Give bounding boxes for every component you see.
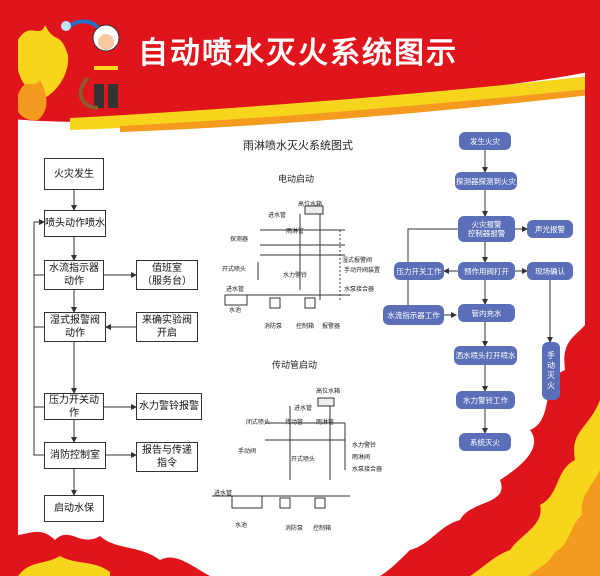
- elec-label-adapter: 水泵接合器: [344, 286, 375, 293]
- right-flow-step-detector: 探测器探测到火灾: [455, 172, 517, 190]
- man-label-open-nozzle: 开式喷头: [291, 456, 316, 463]
- man-label-tank: 高位水箱: [316, 388, 341, 395]
- elec-label-pool: 水池: [229, 307, 242, 314]
- man-label-rain-pipe: 雨淋管: [316, 419, 335, 426]
- man-label-adapter: 水泵接合器: [352, 466, 383, 473]
- right-flow-pressure-switch: 压力开关工作: [394, 262, 444, 280]
- right-flow-site-confirm: 现场确认: [527, 262, 573, 280]
- elec-label-inlet: 进水管: [268, 212, 287, 219]
- right-flow-step-fire: 发生火灾: [459, 132, 511, 150]
- elec-label-alarm: 报警器: [322, 323, 341, 330]
- right-flow-flow-indicator: 水流指示器工作: [383, 305, 444, 325]
- center-heading: 雨淋喷水灭火系统图式: [243, 139, 353, 152]
- man-label-inlet: 进水管: [294, 405, 313, 412]
- firefighter-mascot-icon: [61, 19, 120, 110]
- left-flow-step-start-pump: 启动水保: [44, 495, 104, 522]
- man-label-gong: 水力警铃: [352, 442, 377, 449]
- right-flow-manual-extinguish: 手动灭火: [542, 342, 560, 400]
- left-flow-step-spray: 喷头动作喷水: [44, 210, 106, 237]
- right-flow-step-extinguish: 系统灭火: [459, 433, 511, 451]
- man-label-cabinet: 控制箱: [313, 525, 332, 532]
- left-flow-step-control-room: 消防控制室: [44, 442, 106, 469]
- right-flow-step-preaction-valve: 预作用阀打开: [458, 262, 515, 280]
- left-flow-step-flow-indicator: 水流指示器 动作: [44, 260, 104, 290]
- elec-label-pump: 消防泵: [264, 323, 283, 330]
- left-flow-step-fire: 火灾发生: [44, 158, 104, 190]
- left-flow-test-valve: 来确实验阀 开启: [136, 312, 198, 342]
- right-flow-step-gong: 水力警铃工作: [456, 391, 515, 409]
- elec-label-manual-valve: 手动开阀装置: [344, 267, 381, 274]
- left-flow-water-gong: 水力警铃报警: [136, 393, 202, 420]
- man-label-pool: 水池: [235, 522, 248, 529]
- man-label-rain-valve: 雨淋阀: [352, 454, 371, 461]
- right-flow-step-fill-pipe: 管内充水: [458, 304, 515, 322]
- left-flow-report: 报告与传递 指令: [136, 442, 198, 472]
- poster-title: 自动喷水灭火系统图示: [138, 36, 458, 71]
- left-flow-step-alarm-valve: 湿式报警阀 动作: [44, 312, 106, 342]
- man-label-inlet2: 进水管: [214, 490, 233, 497]
- elec-label-open-nozzle: 开式喷头: [222, 266, 247, 273]
- elec-label-cabinet: 控制箱: [296, 323, 315, 330]
- left-flow-step-pressure-switch: 压力开关动作: [44, 393, 104, 420]
- left-flow-duty-room: 值班室 （服务台）: [136, 260, 198, 290]
- man-label-pump: 消防泵: [285, 525, 304, 532]
- man-label-closed-nozzle: 闭式喷头: [246, 419, 271, 426]
- manual-start-heading: 传动管启动: [272, 361, 318, 371]
- elec-label-tank: 高位水箱: [298, 201, 323, 208]
- elec-label-water-gong: 水力警铃: [283, 272, 308, 279]
- elec-label-detector: 探测器: [230, 236, 249, 243]
- right-flow-step-controller: 火灾报警 控制器报警: [458, 216, 515, 242]
- man-label-transmit: 传动管: [285, 419, 304, 426]
- elec-label-inlet2: 进水管: [226, 286, 245, 293]
- right-flow-sound-light: 声光报警: [527, 220, 573, 238]
- electric-start-heading: 电动启动: [278, 175, 315, 185]
- man-label-manual-valve: 手动阀: [238, 448, 257, 455]
- elec-label-alarm-valve: 湿式报警阀: [342, 257, 373, 264]
- elec-label-pipe: 雨淋管: [286, 228, 305, 235]
- right-flow-step-sprinkler: 洒水喷头打开喷水: [454, 346, 517, 365]
